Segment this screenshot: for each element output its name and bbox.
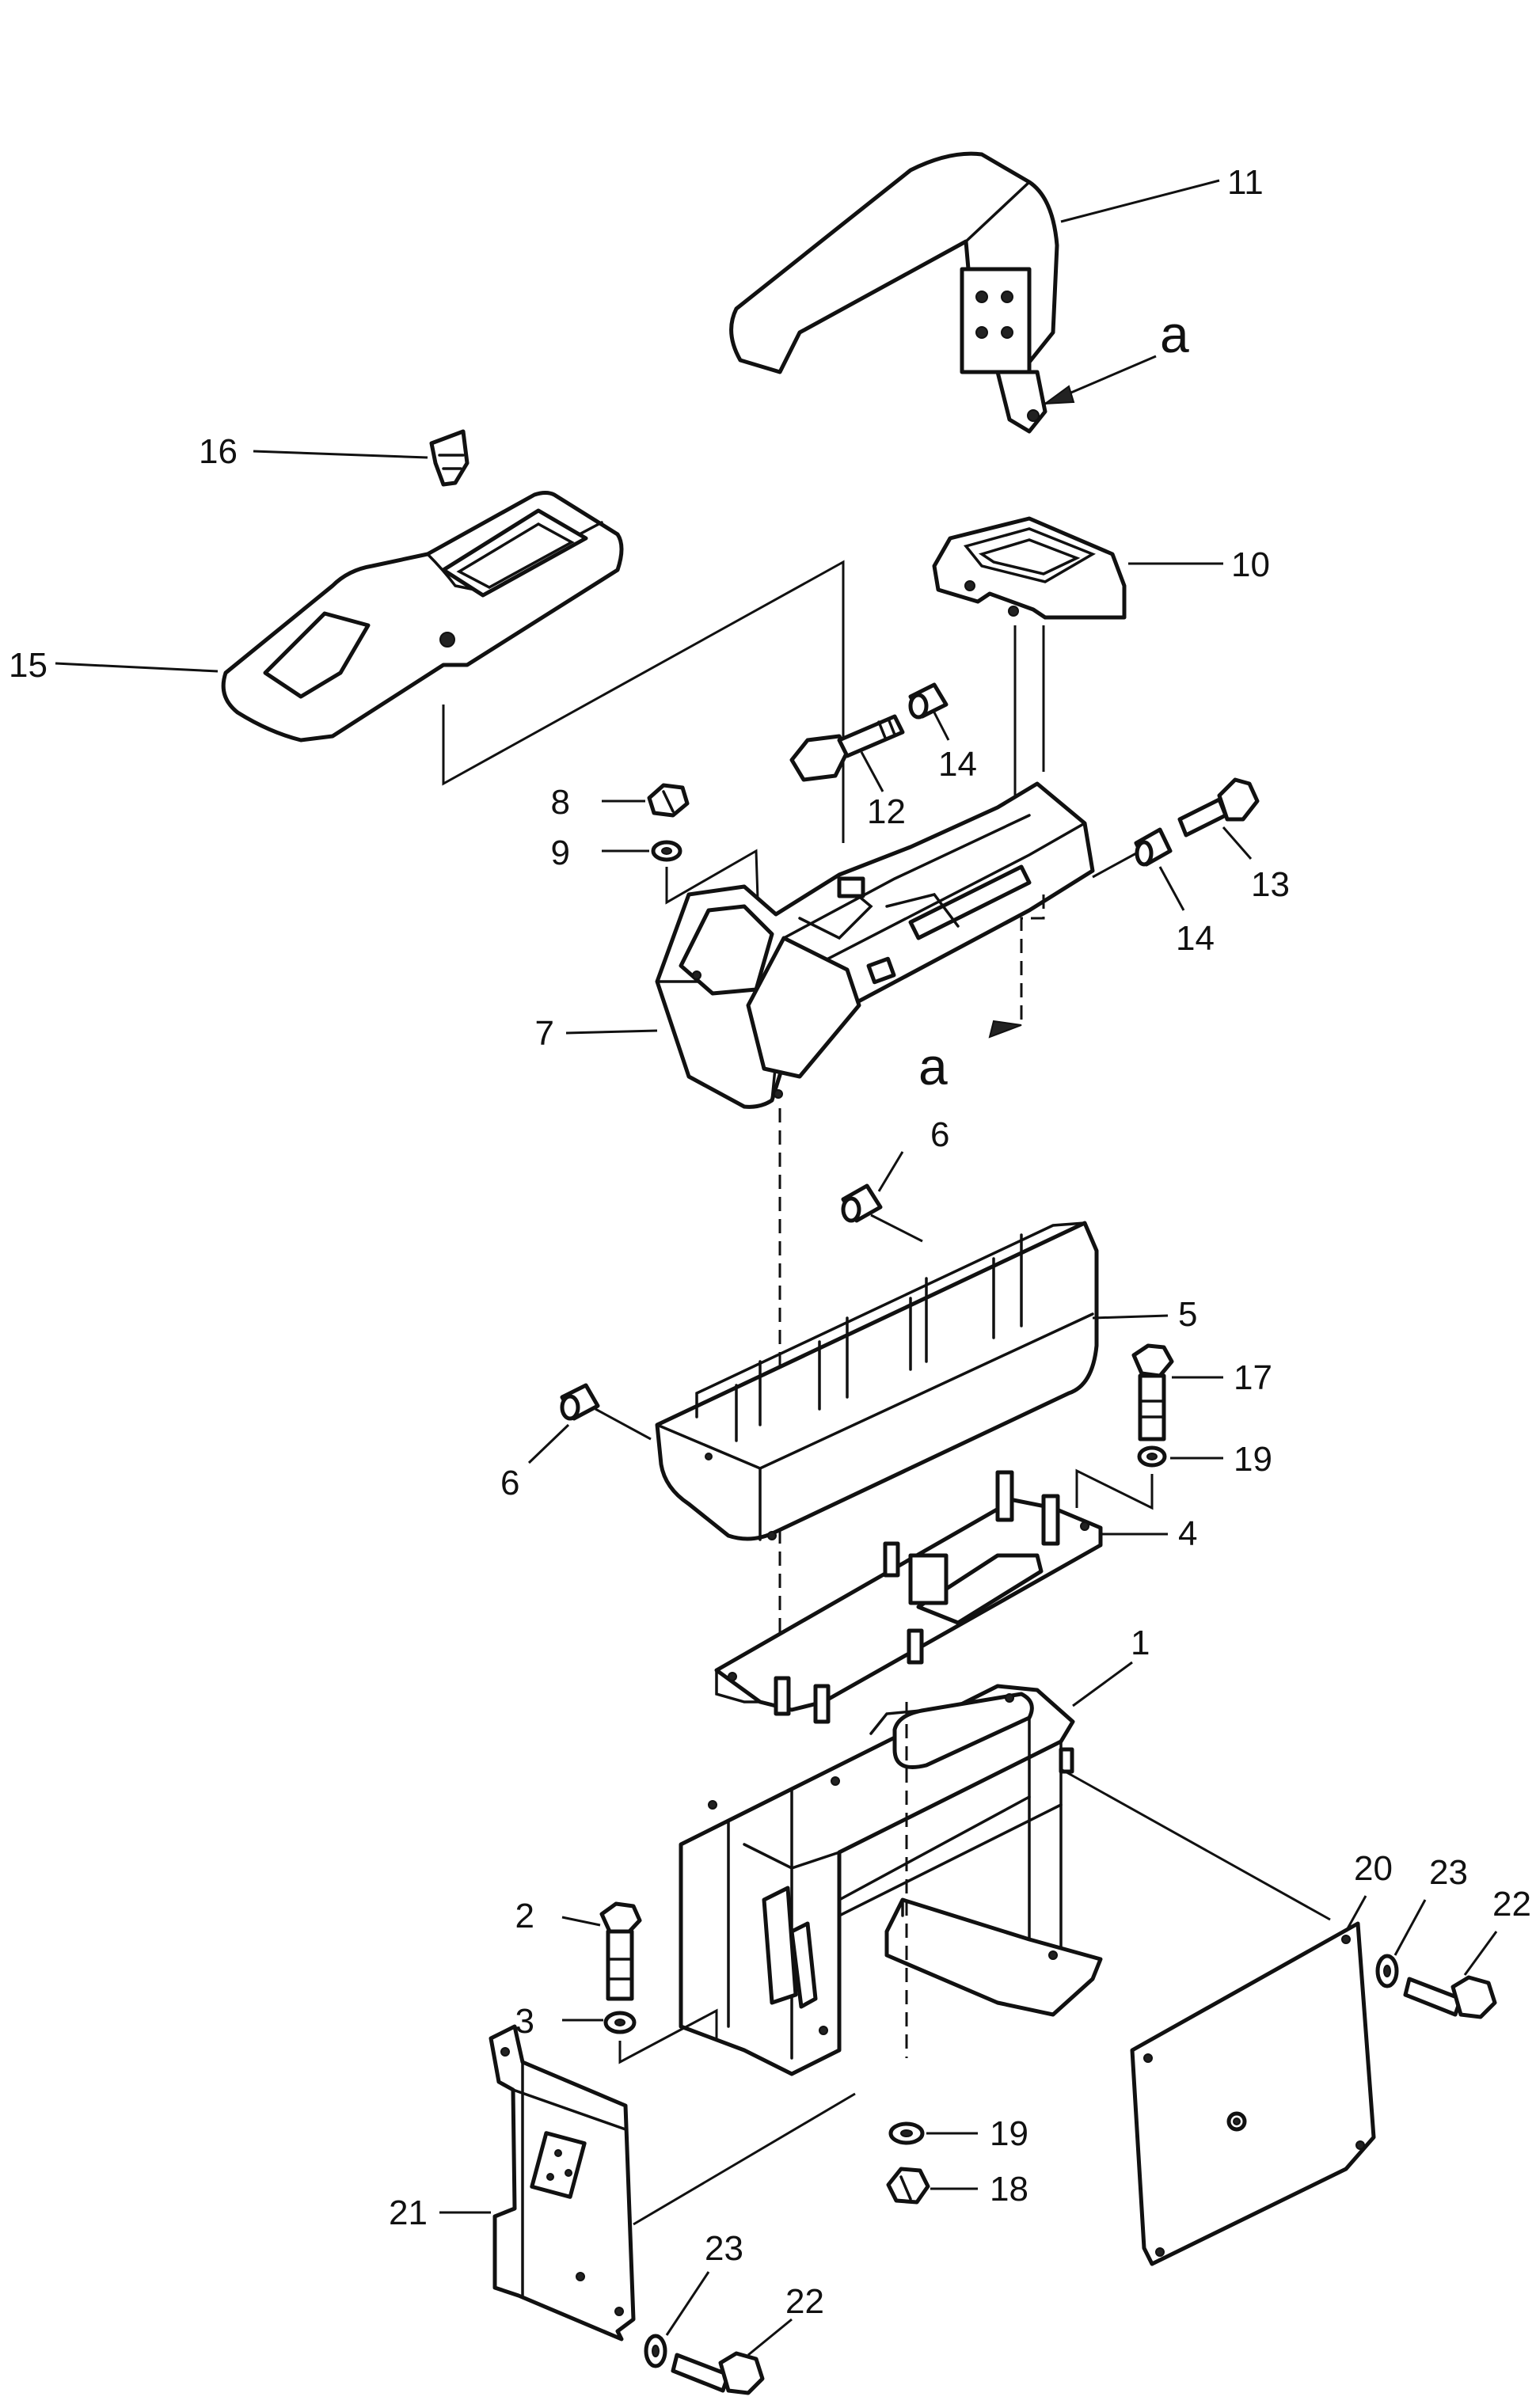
callout-22-bottom: 22 — [785, 2282, 824, 2321]
part-18-nut — [886, 2167, 930, 2205]
part-19-washer-upper — [1137, 1445, 1167, 1468]
part-3-washer — [603, 2011, 637, 2034]
callout-8: 8 — [551, 783, 570, 822]
callout-20: 20 — [1354, 1849, 1393, 1888]
part-22-bolt-right — [1403, 1975, 1497, 2019]
callout-23-right: 23 — [1429, 1853, 1468, 1892]
callout-22-right: 22 — [1492, 1885, 1531, 1924]
callout-11: 11 — [1227, 163, 1264, 202]
part-10-small-cover — [932, 516, 1127, 620]
callout-6-upper: 6 — [930, 1115, 949, 1154]
callout-18: 18 — [990, 2170, 1028, 2209]
part-2-bolt — [599, 1901, 642, 2001]
callout-21: 21 — [389, 2193, 428, 2232]
callout-23-bottom: 23 — [705, 2229, 743, 2268]
callout-15: 15 — [9, 646, 48, 685]
part-11-lever — [729, 151, 1059, 434]
part-9-washer — [651, 840, 682, 862]
part-8-nut — [647, 783, 690, 818]
callout-1: 1 — [1131, 1624, 1150, 1662]
callout-4: 4 — [1178, 1514, 1197, 1553]
callout-7: 7 — [535, 1014, 554, 1053]
part-13-bolt — [1177, 777, 1260, 837]
callout-2: 2 — [515, 1897, 534, 1935]
callout-14-upper: 14 — [938, 745, 977, 784]
callout-16: 16 — [199, 432, 238, 471]
part-6-grommet-lower — [560, 1383, 600, 1421]
part-1-frame — [679, 1684, 1103, 2076]
part-20-panel — [1130, 1921, 1376, 2266]
part-23-washer-bottom — [644, 2334, 667, 2368]
part-16-clip — [429, 429, 470, 487]
callout-12: 12 — [867, 792, 906, 831]
part-6-grommet-upper — [841, 1183, 883, 1223]
callout-19-lower: 19 — [990, 2114, 1028, 2153]
part-23-washer-right — [1375, 1954, 1399, 1988]
part-7-console-box — [655, 781, 1095, 1109]
part-12-bolt — [789, 714, 905, 782]
callout-14-right: 14 — [1176, 919, 1215, 958]
part-14-spacer-upper — [908, 682, 949, 720]
callout-17: 17 — [1234, 1358, 1272, 1397]
part-15-cover — [221, 491, 624, 743]
part-21-side-cover — [489, 2024, 636, 2342]
callout-6-lower: 6 — [500, 1464, 519, 1502]
callout-19-upper: 19 — [1234, 1440, 1272, 1479]
part-22-bolt-bottom — [671, 2351, 765, 2395]
part-14-spacer-right — [1134, 827, 1173, 867]
part-19-washer-lower — [888, 2121, 925, 2145]
view-mark-a-mid: a — [918, 1037, 948, 1096]
callout-9: 9 — [551, 834, 570, 872]
callout-13: 13 — [1251, 865, 1290, 904]
callout-10: 10 — [1231, 545, 1270, 584]
part-5-housing — [655, 1221, 1099, 1541]
part-4-plate — [714, 1470, 1103, 1724]
callout-5: 5 — [1178, 1295, 1197, 1334]
view-mark-a-top: a — [1160, 305, 1189, 363]
part-17-bolt — [1131, 1343, 1174, 1441]
